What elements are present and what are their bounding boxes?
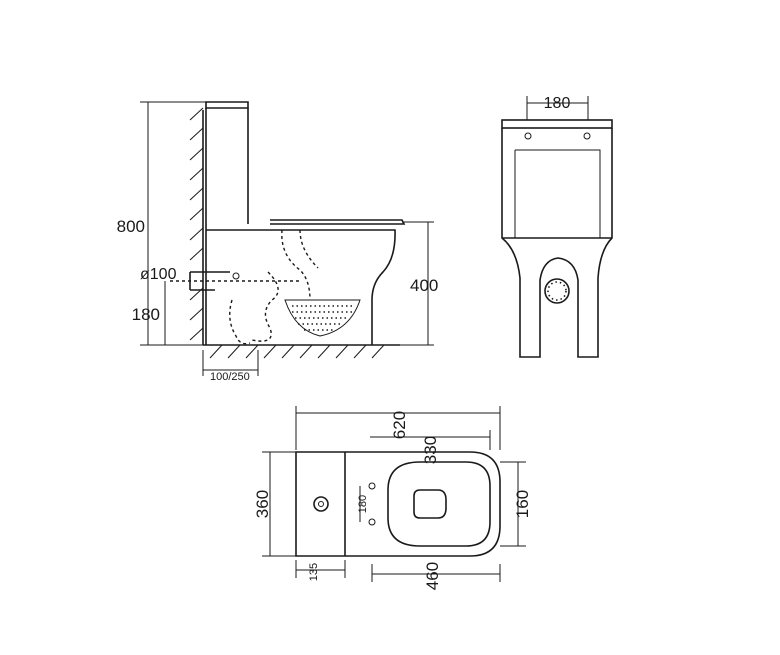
flush-button xyxy=(313,496,329,512)
dim-pipe-height-label: 180 xyxy=(132,305,160,324)
front-body xyxy=(501,128,613,358)
dim-800-label: 800 xyxy=(117,217,145,236)
dim-360-label: 360 xyxy=(253,490,272,518)
cistern-body xyxy=(205,108,249,230)
bowl-outline xyxy=(206,229,396,345)
internal-trap xyxy=(281,229,319,301)
dim-160-label: 160 xyxy=(513,490,532,518)
dim-400-label: 400 xyxy=(410,276,438,295)
dim-front-180-label: 180 xyxy=(544,95,571,112)
fixing-hole-left xyxy=(524,132,532,140)
dim-135-label: 135 xyxy=(308,563,320,581)
dim-fix-label: 180 xyxy=(357,495,369,513)
flush-button-inner xyxy=(318,501,324,507)
front-view: 180 xyxy=(501,95,613,358)
outlet-inner xyxy=(547,281,567,301)
side-view: 800 180 ø100 400 100/250 xyxy=(117,101,438,383)
seat-lid xyxy=(270,219,406,225)
top-outline xyxy=(295,451,501,557)
front-cistern-inner xyxy=(514,149,601,238)
seat-hole xyxy=(413,489,447,519)
water-area xyxy=(284,299,361,337)
floor-hatching xyxy=(209,344,385,359)
water-dots xyxy=(292,305,355,331)
dim-620-label: 620 xyxy=(390,411,409,439)
dim-pipe-diameter-label: ø100 xyxy=(140,266,177,283)
pipe-hole xyxy=(232,272,240,280)
dim-330-label: 330 xyxy=(421,436,440,464)
dim-460-label: 460 xyxy=(423,562,442,590)
fixing-hole-right xyxy=(583,132,591,140)
front-cistern-lid xyxy=(501,119,613,129)
s-trap xyxy=(229,271,279,345)
dim-offset-label: 100/250 xyxy=(210,371,250,383)
bolt-bottom xyxy=(368,518,376,526)
wall-hatching xyxy=(189,107,204,341)
outlet-circle xyxy=(544,278,570,304)
seat-outline xyxy=(387,461,491,547)
bolt-top xyxy=(368,482,376,490)
cistern-lid xyxy=(205,101,249,109)
top-view: 620 330 180 360 160 135 xyxy=(253,406,532,590)
